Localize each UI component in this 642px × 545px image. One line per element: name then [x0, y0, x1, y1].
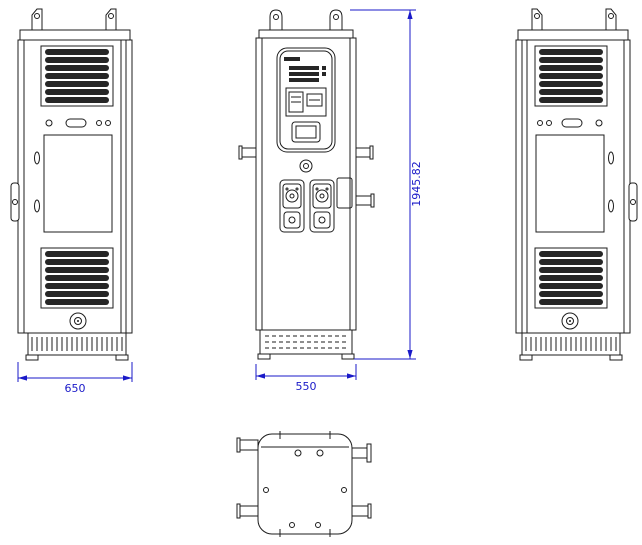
brand-label — [284, 57, 300, 61]
gun-holster-left — [279, 179, 305, 233]
front-view — [238, 9, 375, 360]
screen-panel — [276, 47, 336, 153]
side-access-panel — [336, 177, 353, 209]
dimension-side-width: 650 — [17, 362, 133, 395]
lifting-eye-icon — [269, 9, 343, 30]
side-view-right — [516, 9, 637, 360]
cable-bracket — [238, 145, 375, 208]
top-cap — [258, 29, 354, 39]
bolt-icon — [316, 449, 324, 457]
dimension-front-width: 550 — [255, 364, 357, 393]
top-view — [236, 431, 372, 537]
dimension-value-side-width: 650 — [65, 382, 86, 395]
base-grille — [257, 329, 355, 360]
bolt-icon — [289, 522, 295, 528]
dimension-overall-height: 1945.82 — [350, 9, 423, 360]
card-reader — [291, 121, 321, 143]
bolt-icon — [315, 522, 321, 528]
dimension-value-overall-height: 1945.82 — [410, 161, 423, 207]
gun-holster-right — [309, 179, 335, 233]
dimension-value-front-width: 550 — [296, 380, 317, 393]
start-button — [299, 159, 313, 173]
bolt-icon — [263, 487, 269, 493]
bolt-icon — [341, 487, 347, 493]
edge-ticks — [279, 431, 331, 537]
bolt-icon — [294, 449, 302, 457]
top-view-body — [257, 433, 353, 535]
display-screen — [285, 87, 327, 117]
side-view-left — [11, 9, 132, 360]
mounting-bracket — [236, 437, 372, 519]
